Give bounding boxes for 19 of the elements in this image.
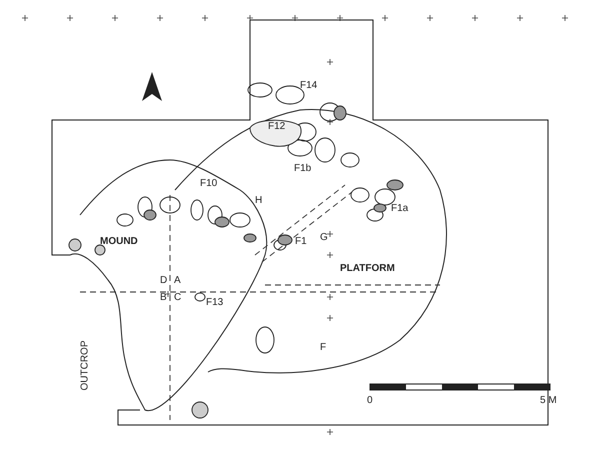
feature-label: F14: [300, 80, 318, 91]
quadrant-label: C: [174, 292, 182, 303]
area-label: H: [255, 195, 262, 206]
area-label: F: [320, 342, 326, 353]
feature-label: F1: [295, 236, 307, 247]
feature-label: F12: [268, 121, 286, 132]
quadrant-label: D: [160, 275, 168, 286]
feature-label: F13: [206, 297, 224, 308]
area-label: PLATFORM: [340, 263, 395, 274]
quadrant-label: A: [174, 275, 181, 286]
feature-label: F1b: [294, 163, 312, 174]
area-label: OUTCROP: [80, 340, 90, 390]
feature-label: F10: [200, 178, 218, 189]
area-label: MOUND: [100, 236, 138, 247]
scale-label: 0: [367, 395, 373, 406]
feature-label: F1a: [391, 203, 408, 214]
scale-label: 5 M: [540, 395, 557, 406]
area-label: G: [320, 232, 328, 243]
quadrant-label: B: [160, 292, 167, 303]
